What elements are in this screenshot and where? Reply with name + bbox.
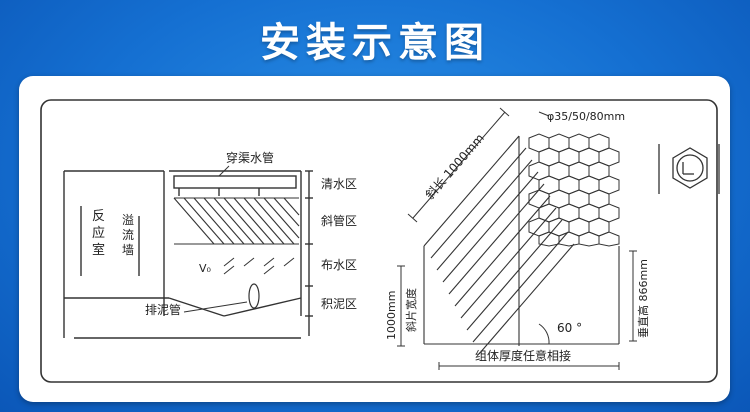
flow-arrows [223,257,295,275]
width-1000-label: 1000mm [385,291,398,340]
vertical-height-label: 垂直高 866mm [636,259,650,338]
sludge-pipe-shape [248,283,260,309]
dimension-lines [397,107,637,370]
group-thickness-label: 组体厚度任意相接 [475,348,571,363]
diameter-label: φ35/50/80mm [547,110,625,123]
diagram-border [40,99,718,383]
reactor-label-1: 反 [92,209,105,224]
reactor-label-2: 应 [92,225,105,241]
module-sheets [423,135,620,355]
sludge-pipe-leader [183,301,248,313]
zone-distribute-label: 布水区 [321,258,357,272]
pipe-channel [173,175,297,189]
pipe-label: 穿渠水管 [226,150,274,165]
page-title: 安装示意图 [260,20,490,66]
overflow-label-3: 墙 [122,243,134,257]
hexagon-detail [658,144,720,194]
sludge-pipe-label: 排泥管 [145,302,181,317]
overflow-label-1: 溢 [122,213,134,227]
slant-length-label: 斜长 1000mm [423,131,487,202]
zone-tube-label: 斜管区 [321,213,357,228]
reactor-label-3: 室 [92,242,105,258]
diagram-panel: 反 应 室 溢 流 墙 穿渠水管 V₀ 清水区 斜管区 布水区 积泥区 排泥管 [19,76,730,402]
tank-inclined-tubes [173,197,300,245]
tank-section [63,170,313,339]
honeycomb-face [528,133,620,247]
zone-sludge-label: 积泥区 [321,297,357,311]
sheet-width-label: 斜片宽度 [404,288,418,332]
overflow-label-2: 流 [122,228,134,242]
zone-clear-label: 清水区 [321,177,357,191]
angle-label: 60 ° [557,321,582,335]
installation-diagram: 反 应 室 溢 流 墙 穿渠水管 V₀ 清水区 斜管区 布水区 积泥区 排泥管 [40,99,720,383]
velocity-label: V₀ [199,262,212,275]
